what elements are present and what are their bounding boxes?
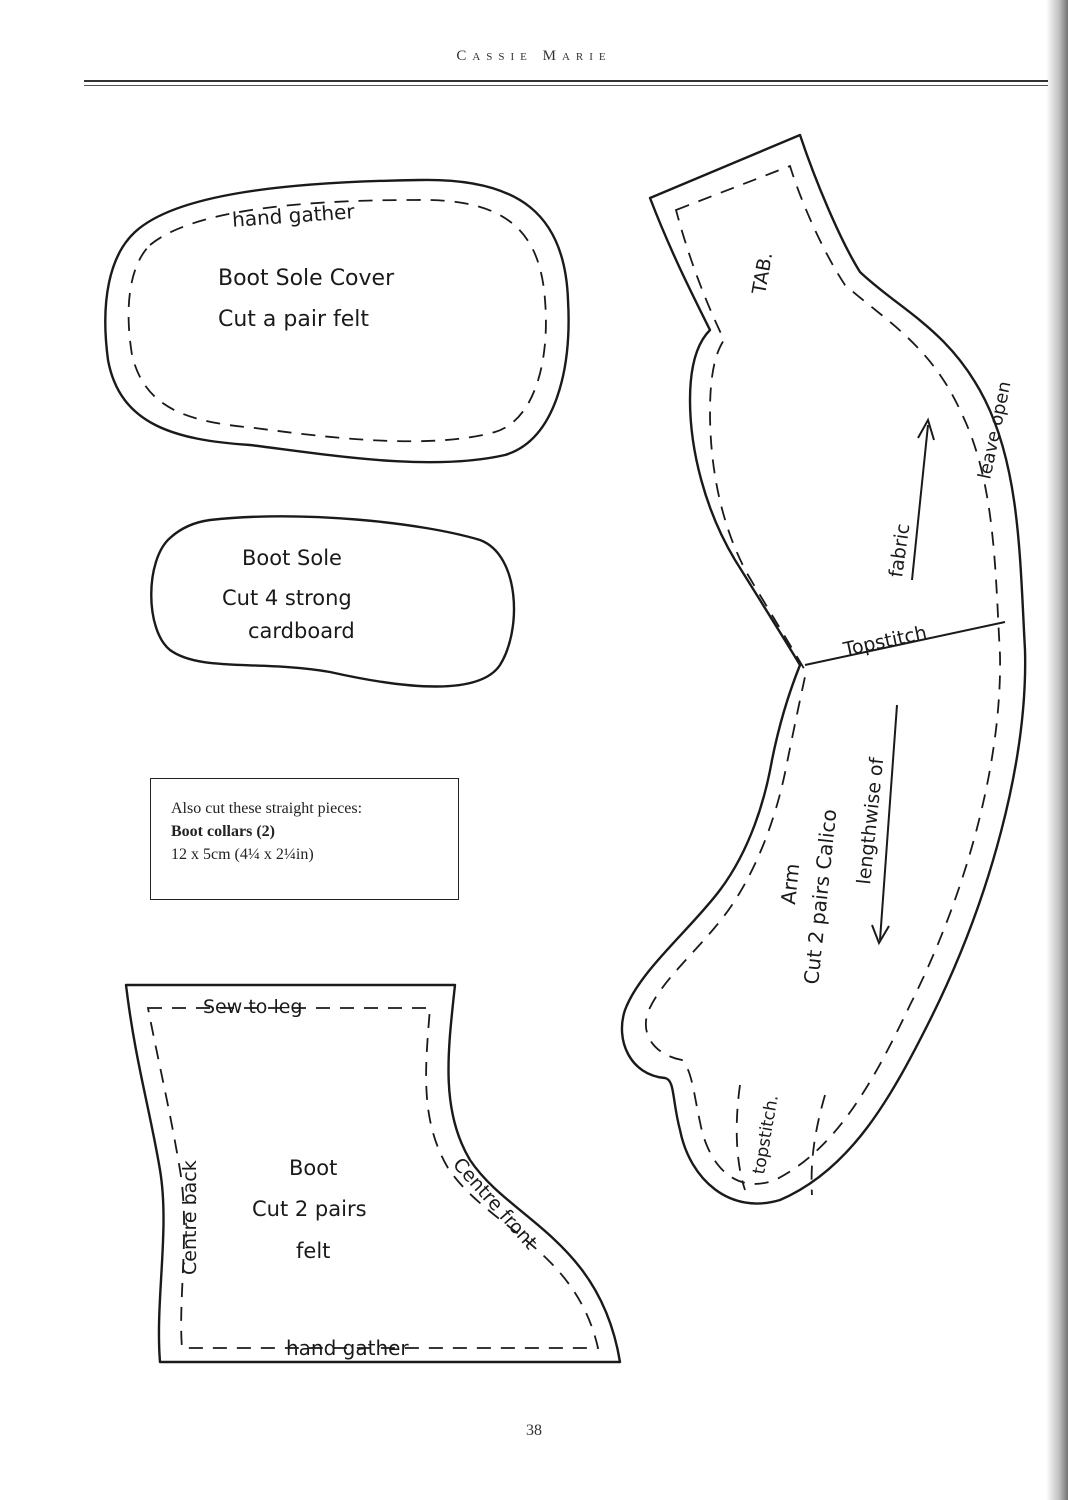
arm-topstitch-line bbox=[735, 1084, 746, 1191]
grain-arrow-upper bbox=[911, 424, 929, 581]
boot-piece: Sew to leg Centre back Centre front hand… bbox=[124, 983, 622, 1364]
boot-seam bbox=[146, 1007, 600, 1349]
arm-seam bbox=[645, 164, 1001, 1185]
arm-fabric-note: fabric bbox=[885, 522, 914, 578]
boot-back-note: Centre back bbox=[179, 1160, 201, 1275]
arm-grain-note: lengthwise of bbox=[853, 755, 888, 885]
arm-tab-label: TAB. bbox=[748, 250, 777, 296]
arm-topstitch-upper: Topstitch bbox=[840, 622, 928, 661]
boot-instruction-2: felt bbox=[296, 1239, 330, 1263]
arm-topstitch-rule bbox=[804, 621, 1006, 666]
info-box-item-size: 12 x 5cm (4¼ x 2¼in) bbox=[171, 846, 314, 863]
boot-bottom-note: hand gather bbox=[286, 1336, 409, 1360]
arm-outline bbox=[620, 133, 1027, 1205]
grain-arrow-upper-head bbox=[917, 417, 935, 441]
arm-instruction: Cut 2 pairs Calico bbox=[799, 808, 841, 986]
info-box-intro: Also cut these straight pieces: bbox=[171, 800, 363, 817]
boot-sole-title: Boot Sole bbox=[242, 546, 342, 570]
page-edge-shadow bbox=[1046, 0, 1068, 1500]
sole-cover-gather-note: hand gather bbox=[231, 199, 356, 232]
grain-arrow-lower bbox=[879, 704, 898, 941]
info-box-item-name: Boot collars (2) bbox=[171, 823, 275, 840]
arm-piece: TAB. leave open fabric Topstitch Arm Cut… bbox=[620, 133, 1027, 1205]
arm-leave-open: leave open bbox=[974, 379, 1015, 481]
arm-topstitch-line-2 bbox=[810, 1094, 826, 1196]
boot-sole-piece: Boot Sole Cut 4 strong cardboard bbox=[150, 515, 516, 688]
header-rule-thin bbox=[84, 85, 1048, 86]
boot-sole-instruction-1: Cut 4 strong bbox=[222, 586, 352, 610]
arm-title: Arm bbox=[776, 862, 804, 905]
info-box: Also cut these straight pieces: Boot col… bbox=[150, 778, 459, 900]
boot-sole-outline bbox=[150, 515, 516, 688]
boot-sole-instruction-2: cardboard bbox=[248, 619, 355, 643]
page-number: 38 bbox=[526, 1422, 542, 1439]
boot-front-note: Centre front bbox=[448, 1154, 541, 1254]
sole-cover-title: Boot Sole Cover bbox=[218, 266, 395, 291]
boot-top-note: Sew to leg bbox=[203, 996, 302, 1018]
boot-sole-cover-piece: hand gather Boot Sole Cover Cut a pair f… bbox=[104, 178, 570, 464]
boot-title: Boot bbox=[289, 1156, 337, 1180]
header-rule bbox=[84, 80, 1048, 82]
running-head: Cassie Marie bbox=[456, 48, 612, 64]
boot-sole-cover-outline bbox=[104, 178, 570, 464]
grain-arrow-lower-head bbox=[871, 924, 890, 946]
arm-topstitch-hand: topstitch. bbox=[749, 1093, 783, 1176]
boot-outline bbox=[124, 983, 622, 1364]
sole-cover-instruction: Cut a pair felt bbox=[218, 307, 369, 332]
boot-instruction-1: Cut 2 pairs bbox=[252, 1197, 367, 1221]
